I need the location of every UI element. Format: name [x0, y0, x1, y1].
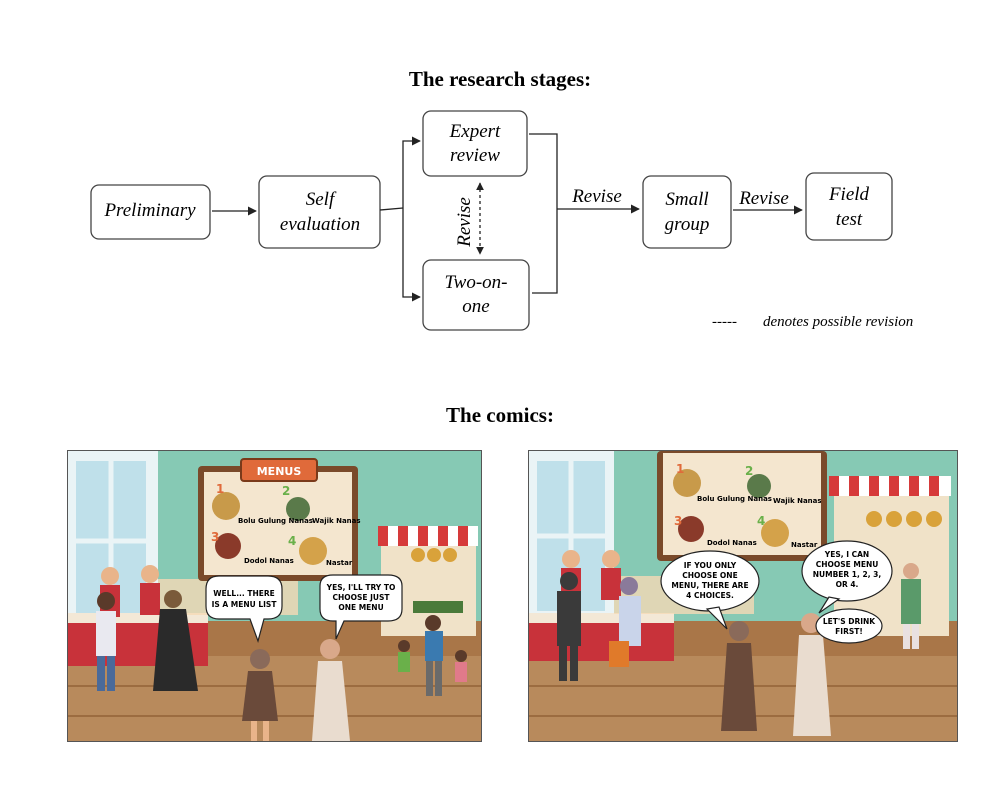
- bubble2-small-line2: FIRST!: [835, 627, 863, 636]
- menu-num-4: 4: [288, 534, 296, 548]
- menu-num-1: 1: [216, 482, 224, 496]
- bubble2-right-line2: CHOOSE MENU: [816, 560, 879, 569]
- bubble2-left: IF YOU ONLY CHOOSE ONE MENU, THERE ARE 4…: [660, 550, 760, 630]
- node-expert-review-line2: review: [450, 145, 500, 166]
- edge-label-revise-to-field: Revise: [738, 188, 789, 209]
- menu2-item-3: Dodol Nanas: [707, 539, 757, 547]
- edge-label-revise-vertical: Revise: [454, 197, 475, 248]
- bubble2-right-line1: YES, I CAN: [824, 550, 869, 559]
- bubble2-left-line1: IF YOU ONLY: [684, 561, 737, 570]
- node-small-group: Small group: [642, 175, 732, 249]
- node-field-test: Field test: [805, 172, 893, 241]
- node-self-evaluation-line2: evaluation: [280, 214, 360, 235]
- comic-1-illustration: MENUS 1 2 3 4 Bolu Gulung Nanas Wajik Na…: [68, 451, 481, 741]
- merge-connector: [529, 133, 558, 294]
- comics-title: The comics:: [446, 403, 554, 427]
- stages-title: The research stages:: [408, 67, 592, 91]
- connector-self-split: [379, 207, 404, 211]
- node-two-on-one-line2: one: [462, 296, 489, 317]
- bubble-right-line1: YES, I'LL TRY TO: [326, 583, 396, 592]
- menu-num-2: 2: [282, 484, 290, 498]
- bubble-left-line1: WELL... THERE: [213, 589, 275, 598]
- research-stages-diagram: Preliminary Self evaluation Expert revie…: [90, 110, 913, 331]
- bubble-left: WELL... THERE IS A MENU LIST: [205, 575, 283, 643]
- bubble2-small-line1: LET'S DRINK: [823, 617, 876, 626]
- node-two-on-one-line1: Two-on-: [445, 272, 508, 293]
- arrow-to-two-on-one: [402, 208, 421, 302]
- comic-2-illustration: 1 2 3 4 Bolu Gulung Nanas Wajik Nanas Do…: [529, 451, 957, 741]
- menu2-num-2: 2: [745, 464, 753, 478]
- node-small-group-line2: group: [665, 214, 710, 235]
- bubble-left-line2: IS A MENU LIST: [212, 600, 278, 609]
- bubble2-left-line4: 4 CHOICES.: [686, 591, 734, 600]
- bubble-right: YES, I'LL TRY TO CHOOSE JUST ONE MENU: [319, 574, 403, 640]
- menu2-num-1: 1: [676, 462, 684, 476]
- bubble-right-line3: ONE MENU: [338, 603, 383, 612]
- edge-label-revise-to-small: Revise: [571, 186, 622, 207]
- menu2-item-1: Bolu Gulung Nanas: [697, 495, 772, 503]
- node-expert-review-line1: Expert: [449, 121, 501, 142]
- menu2-num-4: 4: [757, 514, 765, 528]
- node-small-group-line1: Small: [665, 189, 708, 210]
- arrow-to-expert: [402, 136, 421, 208]
- menu-title: MENUS: [257, 465, 302, 478]
- menu-item-3: Dodol Nanas: [244, 557, 294, 565]
- bubble2-right-line3: NUMBER 1, 2, 3,: [813, 570, 882, 579]
- legend-symbol: -----: [712, 314, 737, 330]
- menu-item-2: Wajik Nanas: [312, 517, 361, 525]
- menu-item-1: Bolu Gulung Nanas: [238, 517, 313, 525]
- node-preliminary-line1: Preliminary: [103, 200, 196, 221]
- comic-panel-2: 1 2 3 4 Bolu Gulung Nanas Wajik Nanas Do…: [528, 450, 958, 742]
- comic-panel-1: MENUS 1 2 3 4 Bolu Gulung Nanas Wajik Na…: [67, 450, 482, 742]
- menu2-num-3: 3: [674, 514, 682, 528]
- node-field-test-line2: test: [836, 209, 863, 230]
- menu-num-3: 3: [211, 530, 219, 544]
- bubble2-right-line4: OR 4.: [836, 580, 859, 589]
- menu-item-4: Nastar: [326, 559, 353, 567]
- node-self-evaluation-line1: Self: [306, 189, 337, 210]
- node-expert-review: Expert review: [422, 110, 528, 177]
- node-preliminary: Preliminary: [90, 184, 211, 240]
- bubble2-right: YES, I CAN CHOOSE MENU NUMBER 1, 2, 3, O…: [801, 540, 893, 614]
- legend-text: denotes possible revision: [763, 314, 913, 330]
- menu2-item-2: Wajik Nanas: [773, 497, 822, 505]
- awning: [378, 526, 478, 546]
- bubble2-small: LET'S DRINK FIRST!: [815, 608, 883, 644]
- node-self-evaluation: Self evaluation: [258, 175, 381, 249]
- bubble2-left-line2: CHOOSE ONE: [682, 571, 737, 580]
- node-field-test-line1: Field: [828, 184, 870, 205]
- menu2-item-4: Nastar: [791, 541, 818, 549]
- node-two-on-one: Two-on- one: [422, 259, 530, 331]
- bubble-right-line2: CHOOSE JUST: [332, 593, 390, 602]
- bubble2-left-line3: MENU, THERE ARE: [671, 581, 748, 590]
